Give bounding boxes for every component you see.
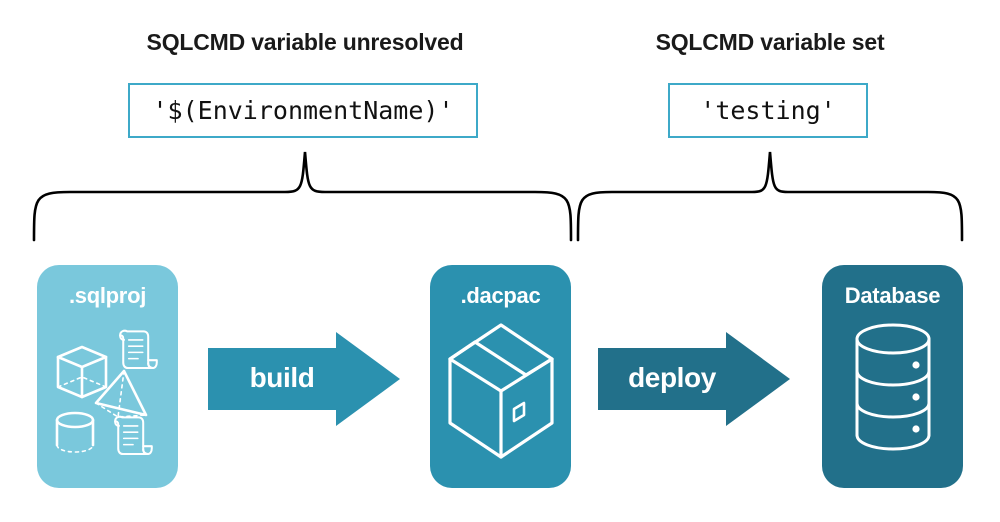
stage-box-database: Database — [822, 265, 963, 488]
stage-box-dacpac: .dacpac — [430, 265, 571, 488]
annotation-heading-left: SQLCMD variable unresolved — [146, 29, 464, 55]
stage-box-database-title: Database — [844, 283, 941, 308]
stage-box-sqlproj-title: .sqlproj — [68, 283, 147, 308]
dacpac-artwork — [430, 317, 571, 482]
build-arrow: build — [208, 332, 404, 426]
deploy-phase-brace — [576, 151, 964, 242]
stage-box-dacpac-title: .dacpac — [460, 283, 541, 308]
sqlproj-artwork — [37, 317, 178, 482]
package-box-icon — [447, 323, 554, 459]
deploy-arrow: deploy — [598, 332, 794, 426]
pyramid-icon — [94, 369, 147, 418]
cube-icon — [56, 345, 107, 399]
cylinder-icon — [55, 411, 94, 453]
sqlcmd-variable-unresolved-box: '$(EnvironmentName)' — [128, 83, 478, 138]
sqlcmd-variable-set-box: 'testing' — [668, 83, 868, 138]
annotation-heading-right: SQLCMD variable set — [655, 29, 885, 55]
database-artwork — [822, 317, 963, 482]
build-phase-brace — [32, 151, 573, 242]
scroll-icon — [118, 329, 158, 370]
scroll-icon — [113, 415, 153, 456]
arrow-right-icon — [598, 332, 790, 426]
database-cylinder-icon — [855, 323, 930, 451]
arrow-right-icon — [208, 332, 400, 426]
stage-box-sqlproj: .sqlproj — [37, 265, 178, 488]
